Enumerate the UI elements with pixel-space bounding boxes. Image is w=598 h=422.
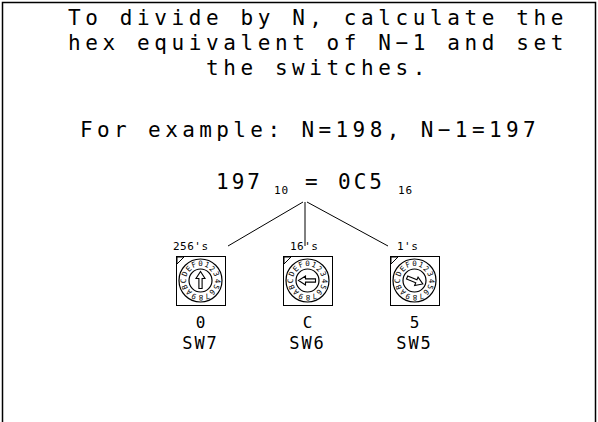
dial-digit: 0 xyxy=(198,260,203,268)
page-frame xyxy=(3,3,596,422)
dial-digits: 0123456789ABCDEF xyxy=(391,257,439,305)
place-value-heading: 256's xyxy=(173,240,209,253)
dial-digit: 9 xyxy=(298,291,305,300)
leader-line xyxy=(305,202,306,246)
dial-digit: 0 xyxy=(305,260,310,268)
decimal-value: 197 xyxy=(216,170,263,194)
switch-setting: C xyxy=(303,313,313,332)
dial-digit: 0 xyxy=(412,260,417,268)
leader-lines xyxy=(228,202,388,246)
rotary-switch: 0123456789ABCDEF1's5SW5 xyxy=(390,256,440,306)
pointer-arrow xyxy=(196,272,205,289)
equals-sign: = xyxy=(305,170,318,194)
rotary-switch: 0123456789ABCDEF256's0SW7 xyxy=(176,256,226,306)
dial-digit: 3 xyxy=(318,271,327,278)
dial-digit: C xyxy=(394,278,402,283)
dial-digit: 4 xyxy=(213,278,221,283)
place-value-heading: 16's xyxy=(290,240,319,253)
dial-digit: 8 xyxy=(412,293,417,301)
dial-digits: 0123456789ABCDEF xyxy=(177,257,225,305)
example-note: For example: N=198, N−1=197 xyxy=(80,118,540,142)
dial-digit: 8 xyxy=(305,293,310,301)
switch-setting: 0 xyxy=(196,313,206,332)
corner-notch xyxy=(391,257,398,264)
base-subscript: 10 xyxy=(274,184,289,197)
dial-digit: 9 xyxy=(191,291,198,300)
switch-name: SW7 xyxy=(182,333,219,353)
rotary-switch: 0123456789ABCDEF16'sCSW6 xyxy=(283,256,333,306)
pointer-arrow xyxy=(405,273,424,288)
switch-name: SW6 xyxy=(289,333,326,353)
leader-line xyxy=(228,202,303,246)
dial-digit: C xyxy=(287,278,295,283)
switch-setting: 5 xyxy=(410,313,420,332)
corner-notch xyxy=(177,257,184,264)
place-value-heading: 1's xyxy=(397,240,418,253)
dial-digit: 4 xyxy=(427,278,435,283)
dial-digit: 3 xyxy=(425,271,434,278)
pointer-arrow xyxy=(299,276,316,285)
leader-line xyxy=(307,202,388,246)
dial-digit: 9 xyxy=(405,291,412,300)
switch-name: SW5 xyxy=(396,333,433,353)
dial-digit: C xyxy=(180,278,188,283)
dial-digits: 0123456789ABCDEF xyxy=(284,257,332,305)
base-subscript: 16 xyxy=(398,184,413,197)
corner-notch xyxy=(284,257,291,264)
dial-ring xyxy=(179,259,222,302)
dial-digit: 8 xyxy=(198,293,203,301)
dial-ring xyxy=(393,259,436,302)
hex-value: 0C5 xyxy=(338,170,385,194)
dial-ring xyxy=(286,259,329,302)
title: To divide by N, calculate the hex equiva… xyxy=(40,6,596,81)
dial-digit: 3 xyxy=(211,271,220,278)
dial-digit: 4 xyxy=(320,278,328,283)
